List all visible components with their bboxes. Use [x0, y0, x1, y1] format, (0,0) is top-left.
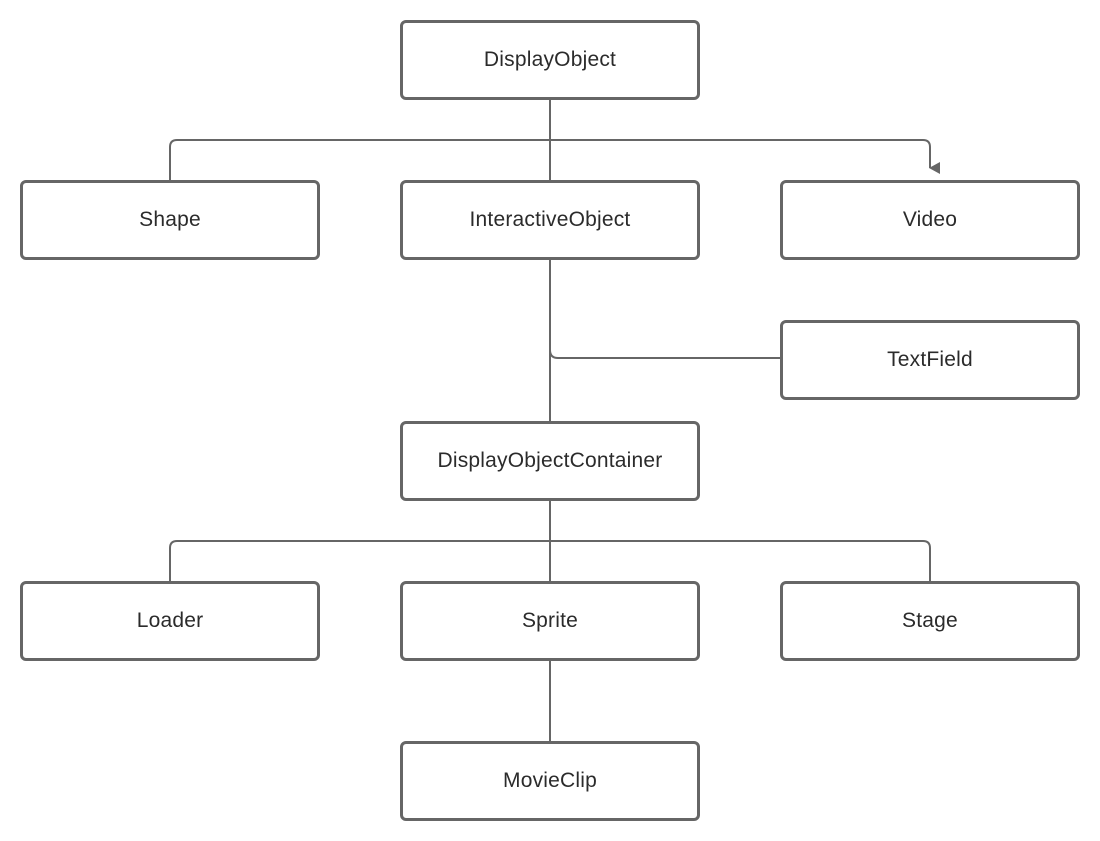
- node-label: Video: [902, 208, 958, 231]
- node-loader: Loader: [20, 581, 320, 661]
- node-label: TextField: [887, 348, 973, 371]
- node-label: MovieClip: [503, 769, 597, 792]
- node-video: Video: [780, 180, 1080, 260]
- node-movieclip: MovieClip: [400, 741, 700, 821]
- node-label: DisplayObject: [483, 48, 617, 71]
- node-label: DisplayObjectContainer: [437, 449, 663, 472]
- edge-container-stage: [550, 540, 931, 581]
- node-label: Loader: [136, 609, 204, 632]
- edge-interactiveobject-textfield: [549, 349, 780, 359]
- node-label: Stage: [902, 609, 958, 632]
- node-sprite: Sprite: [400, 581, 700, 661]
- node-stage: Stage: [780, 581, 1080, 661]
- edge-displayobject-shape: [169, 139, 550, 180]
- node-displayobject: DisplayObject: [400, 20, 700, 100]
- node-label: Shape: [139, 208, 201, 231]
- edge-container-loader: [169, 540, 550, 581]
- node-displayobjectcontainer: DisplayObjectContainer: [400, 421, 700, 501]
- edge-displayobject-video: [550, 139, 940, 174]
- node-label: Sprite: [521, 609, 579, 632]
- node-textfield: TextField: [780, 320, 1080, 400]
- node-shape: Shape: [20, 180, 320, 260]
- node-label: InteractiveObject: [469, 208, 631, 231]
- node-interactiveobject: InteractiveObject: [400, 180, 700, 260]
